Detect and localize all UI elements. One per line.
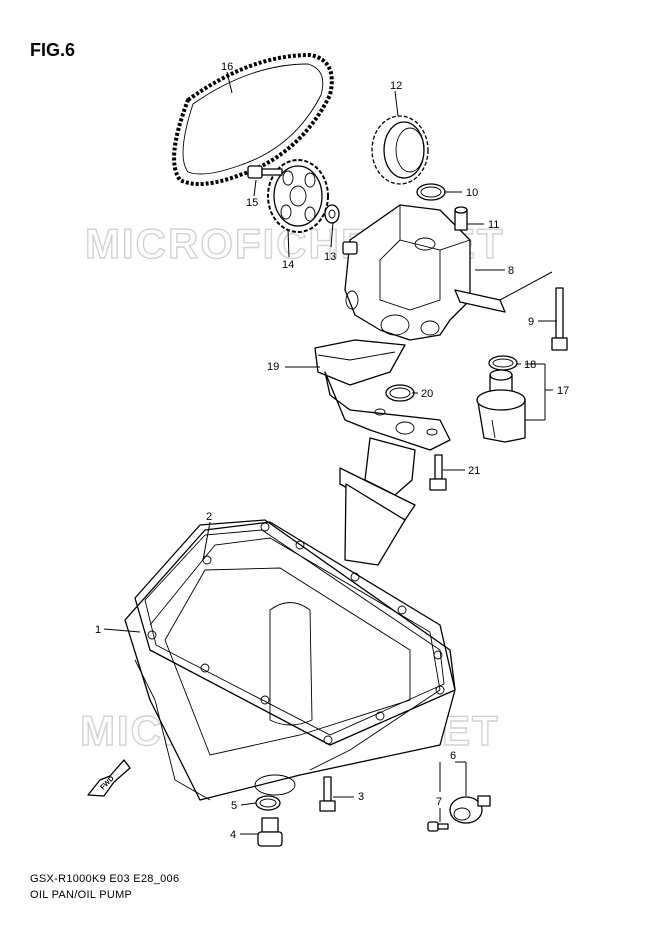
callout-4: 4	[230, 829, 236, 841]
callout-1: 1	[95, 624, 101, 636]
callout-19: 19	[267, 361, 279, 373]
drive-chain[interactable]	[172, 53, 334, 186]
oil-pressure-relief-valve[interactable]	[476, 369, 526, 443]
callout-2: 2	[206, 511, 212, 523]
dowel-pin[interactable]	[454, 206, 468, 231]
callout-20: 20	[421, 388, 433, 400]
callout-6: 6	[450, 750, 456, 762]
callout-21: 21	[468, 465, 480, 477]
callout-13: 13	[324, 251, 336, 263]
callout-7: 7	[436, 796, 442, 808]
oil-pan-bolt[interactable]	[319, 776, 336, 812]
callout-15: 15	[246, 197, 258, 209]
figure-code: GSX-R1000K9 E03 E28_006	[30, 873, 180, 885]
callout-10: 10	[466, 187, 478, 199]
callout-3: 3	[358, 791, 364, 803]
switch-screw[interactable]	[427, 821, 449, 832]
figure-name: OIL PAN/OIL PUMP	[30, 889, 133, 901]
callout-8: 8	[508, 265, 514, 277]
drain-plug-gasket[interactable]	[255, 795, 281, 811]
callout-11: 11	[488, 219, 499, 231]
oil-drain-plug[interactable]	[257, 817, 283, 847]
forward-arrow-icon: FWD	[87, 759, 131, 797]
callout-9: 9	[528, 316, 534, 328]
oil-pan[interactable]	[124, 521, 456, 801]
oil-pressure-switch[interactable]	[449, 795, 491, 824]
callout-17: 17	[557, 385, 569, 397]
callout-12: 12	[390, 80, 402, 92]
pump-sprocket[interactable]	[371, 115, 429, 185]
washer[interactable]	[324, 204, 340, 224]
drive-sprocket[interactable]	[267, 159, 329, 233]
callout-18: 18	[524, 359, 536, 371]
pump-bolt[interactable]	[551, 287, 568, 351]
callout-16: 16	[221, 61, 233, 73]
strainer-bolt[interactable]	[429, 454, 447, 491]
sprocket-bolt[interactable]	[247, 165, 283, 179]
oil-strainer[interactable]	[324, 371, 451, 566]
oil-pan-gasket[interactable]	[134, 519, 456, 746]
oil-strainer-cover[interactable]	[314, 339, 406, 386]
oil-pump-assembly[interactable]	[342, 204, 506, 341]
callout-14: 14	[282, 259, 294, 271]
figure-title: FIG.6	[30, 40, 76, 60]
callout-5: 5	[231, 800, 237, 812]
